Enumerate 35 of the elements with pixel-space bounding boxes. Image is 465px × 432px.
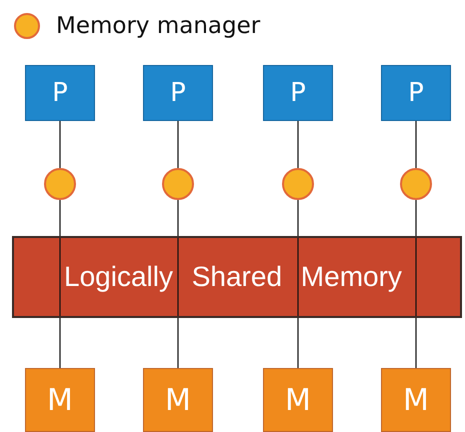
box-label: M — [285, 382, 311, 418]
connector-line — [415, 200, 417, 236]
memory-manager-circle — [282, 168, 314, 200]
shared-memory-band — [12, 236, 462, 318]
band-label: Logically Shared Memory — [64, 261, 402, 293]
memory-manager-circle — [400, 168, 432, 200]
processor-box — [263, 65, 333, 121]
box-label: P — [170, 78, 186, 108]
box-label: P — [408, 78, 424, 108]
connector-line — [177, 318, 179, 368]
box-label: M — [47, 382, 73, 418]
memory-module-box — [263, 368, 333, 432]
processor-box — [143, 65, 213, 121]
connector-line — [297, 318, 299, 368]
memory-module-box — [381, 368, 451, 432]
connector-line — [415, 318, 417, 368]
connector-line — [177, 200, 179, 236]
processor-box — [381, 65, 451, 121]
box-label: P — [52, 78, 68, 108]
connector-line — [297, 121, 299, 168]
memory-manager-circle — [44, 168, 76, 200]
box-label: P — [290, 78, 306, 108]
memory-module-box — [143, 368, 213, 432]
memory-module-box — [25, 368, 95, 432]
connector-line — [59, 200, 61, 236]
connector-line — [297, 200, 299, 236]
processor-box — [25, 65, 95, 121]
legend-label: Memory manager — [56, 13, 260, 39]
connector-line — [177, 121, 179, 168]
box-label: M — [403, 382, 429, 418]
connector-line — [415, 121, 417, 168]
box-label: M — [165, 382, 191, 418]
memory-manager-circle — [162, 168, 194, 200]
connector-line — [59, 318, 61, 368]
connector-line — [59, 121, 61, 168]
